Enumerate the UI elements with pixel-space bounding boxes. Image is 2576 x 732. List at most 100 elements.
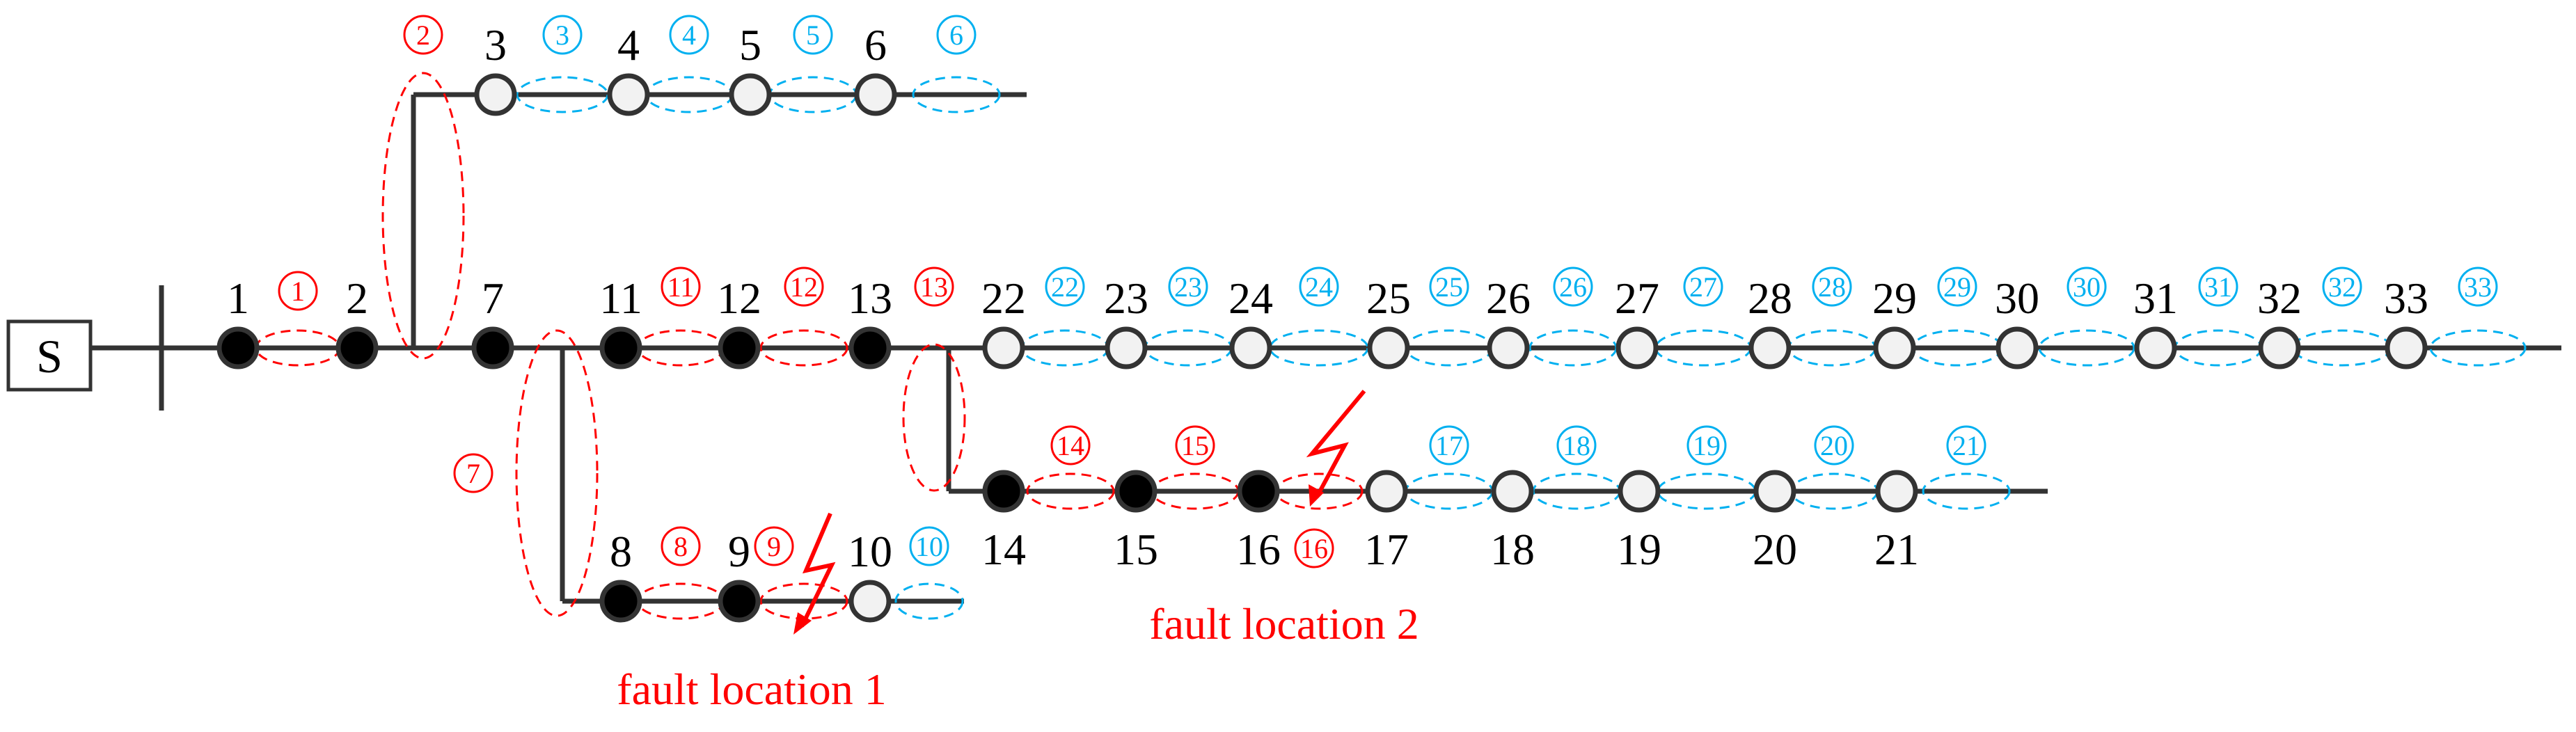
zone-23-label: 23 — [1174, 271, 1202, 303]
zone-15: 15 — [1151, 425, 1240, 510]
node-23: 23 — [1104, 273, 1148, 369]
node-8-label: 8 — [610, 527, 632, 576]
source-box — [6, 319, 93, 392]
zone-28-label-ring — [1812, 266, 1852, 307]
node-32: 32 — [2257, 273, 2302, 369]
node-2-switch — [335, 326, 379, 369]
node-20-label: 20 — [1753, 525, 1797, 574]
zone-21-ellipse — [1922, 472, 2011, 510]
zone-21-label: 21 — [1952, 430, 1980, 461]
zone-7: 7 — [453, 329, 599, 617]
node-19: 19 — [1617, 470, 1661, 574]
zone-14: 14 — [1026, 425, 1115, 510]
node-16: 16 — [1236, 470, 1281, 574]
node-21-switch — [1875, 470, 1918, 513]
node-7-switch — [471, 326, 514, 369]
node-20-switch — [1753, 470, 1796, 513]
zone-14-label-ring — [1050, 425, 1091, 466]
zone-17-label-ring — [1429, 425, 1469, 466]
fault-1-bolt — [800, 512, 836, 628]
node-25-switch — [1367, 326, 1410, 369]
zone-25-label-ring — [1429, 266, 1469, 307]
zone-27-label-ring — [1683, 266, 1723, 307]
node-32-switch — [2258, 326, 2301, 369]
zone-24: 24 — [1269, 266, 1369, 367]
node-28-switch — [1748, 326, 1792, 369]
zone-33-label-ring — [2458, 266, 2498, 307]
fault-2: fault location 2 — [1149, 390, 1419, 649]
node-14-label: 14 — [981, 525, 1026, 574]
zone-31-label: 31 — [2204, 271, 2232, 303]
node-25: 25 — [1366, 273, 1411, 369]
node-8-switch — [599, 580, 642, 623]
zone-13-label: 13 — [920, 271, 948, 303]
zone-6-label-ring — [936, 15, 977, 55]
zone-32-label: 32 — [2328, 271, 2356, 303]
fault-1: fault location 1 — [617, 512, 887, 714]
node-26-label: 26 — [1486, 273, 1531, 323]
zone-13: 13 — [902, 266, 966, 492]
node-4-label: 4 — [617, 20, 640, 70]
node-23-label: 23 — [1104, 273, 1148, 323]
node-1-label: 1 — [227, 273, 249, 323]
node-27-switch — [1615, 326, 1659, 369]
zone-22-label: 22 — [1051, 271, 1079, 303]
zone-4-label: 4 — [682, 19, 696, 51]
zone-4: 4 — [645, 15, 734, 113]
zone-3: 3 — [516, 15, 609, 113]
zone-6: 6 — [912, 15, 1001, 113]
zone-27: 27 — [1654, 266, 1752, 367]
zone-1-label-ring — [278, 271, 318, 311]
zone-11-label: 11 — [667, 271, 695, 303]
node-30: 30 — [1995, 273, 2039, 369]
zone-26: 26 — [1528, 266, 1618, 367]
node-21: 21 — [1874, 470, 1919, 574]
node-30-switch — [1996, 326, 2039, 369]
zone-25: 25 — [1405, 266, 1494, 367]
zone-10-label-ring — [909, 526, 949, 566]
zone-30-ellipse — [2038, 329, 2135, 367]
zone-20: 20 — [1789, 425, 1879, 510]
zone-15-label-ring — [1175, 425, 1215, 466]
node-19-label: 19 — [1617, 525, 1661, 574]
node-31-switch — [2134, 326, 2177, 369]
zone-9: 9 — [754, 526, 848, 620]
zone-8-label: 8 — [674, 531, 688, 562]
zone-7-label-ring — [453, 453, 493, 493]
zone-16-label: 16 — [1300, 533, 1328, 564]
zone-2-label-ring — [403, 15, 443, 55]
node-1-switch — [216, 326, 260, 369]
node-13: 13 — [848, 273, 892, 369]
zone-12-ellipse — [759, 329, 848, 367]
node-24-label: 24 — [1228, 273, 1273, 323]
node-2: 2 — [335, 273, 379, 369]
node-5: 5 — [729, 20, 772, 116]
node-9-switch — [718, 580, 761, 623]
zone-15-label: 15 — [1181, 430, 1209, 461]
zone-32-label-ring — [2322, 266, 2362, 307]
node-7: 7 — [471, 273, 514, 369]
node-8: 8 — [599, 527, 642, 623]
zone-31: 31 — [2174, 266, 2263, 367]
node-29-switch — [1873, 326, 1916, 369]
zone-22: 22 — [1020, 266, 1109, 367]
feeder-lines — [90, 92, 2561, 604]
zone-18-label: 18 — [1563, 430, 1590, 461]
node-18-label: 18 — [1490, 525, 1535, 574]
zone-2-label: 2 — [416, 19, 430, 51]
node-17-label: 17 — [1364, 525, 1409, 574]
node-20: 20 — [1753, 470, 1797, 574]
fault-2-bolt — [1306, 390, 1366, 498]
node-3: 3 — [474, 20, 517, 116]
node-33: 33 — [2384, 273, 2428, 369]
fault-2-label: fault location 2 — [1149, 599, 1419, 649]
zone-11: 11 — [636, 266, 725, 367]
node-28: 28 — [1748, 273, 1792, 369]
zone-19: 19 — [1657, 425, 1757, 510]
node-12: 12 — [717, 273, 761, 369]
zone-21-label-ring — [1946, 425, 1986, 466]
node-22-label: 22 — [981, 273, 1026, 323]
zone-20-label: 20 — [1820, 430, 1848, 461]
